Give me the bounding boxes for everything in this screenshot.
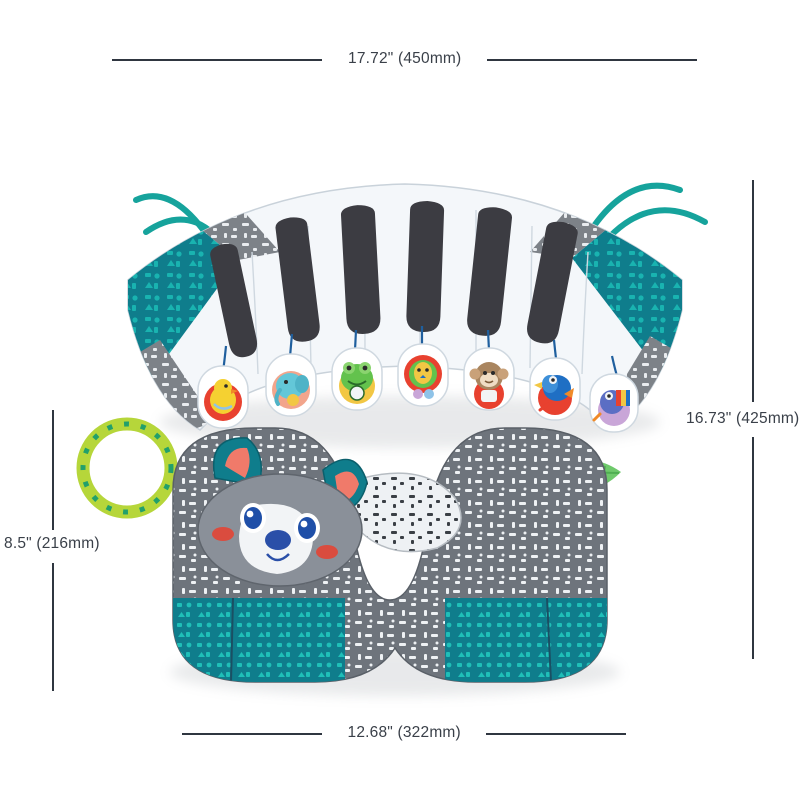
piano-keyboard-panel [120, 160, 708, 450]
raccoon-nose [265, 530, 291, 550]
pillow-end-right [445, 598, 607, 682]
animal-badges-group [197, 343, 639, 433]
animal-badge-monkey [463, 347, 515, 411]
black-keys-group [210, 201, 578, 358]
dimension-line-left-upper [52, 410, 54, 530]
raccoon-eye-right [298, 517, 316, 539]
pillow-end-left [173, 598, 345, 682]
raccoon-cheek-left [212, 527, 234, 541]
dimension-line-top-left [112, 59, 322, 61]
dimension-label-top: 17.72" (450mm) [348, 50, 462, 67]
raccoon-mouth [266, 553, 290, 562]
dimension-line-left-lower [52, 563, 54, 691]
dimension-line-right-upper [752, 180, 754, 402]
animal-badge-elephant [265, 353, 317, 417]
dimension-line-top-right [487, 59, 697, 61]
dimension-line-bottom-right [486, 733, 626, 735]
u-shaped-support-pillow [76, 417, 625, 696]
animal-badge-toucan [589, 373, 639, 433]
dimension-label-bottom: 12.68" (322mm) [347, 724, 461, 741]
animal-badge-duck [197, 365, 249, 429]
raccoon-eye-left [244, 507, 262, 529]
raccoon-face [197, 437, 368, 587]
dimension-label-right: 16.73" (425mm) [686, 410, 800, 427]
dimension-line-bottom-left [182, 733, 322, 735]
animal-badge-parrot [529, 357, 581, 421]
dimension-line-right-lower [752, 437, 754, 659]
dimension-label-left: 8.5" (216mm) [4, 535, 100, 552]
raccoon-cheek-right [316, 545, 338, 559]
animal-badge-lion [397, 343, 449, 407]
animal-badge-frog [331, 347, 383, 411]
raccoon-inner-ear-left [225, 447, 250, 478]
